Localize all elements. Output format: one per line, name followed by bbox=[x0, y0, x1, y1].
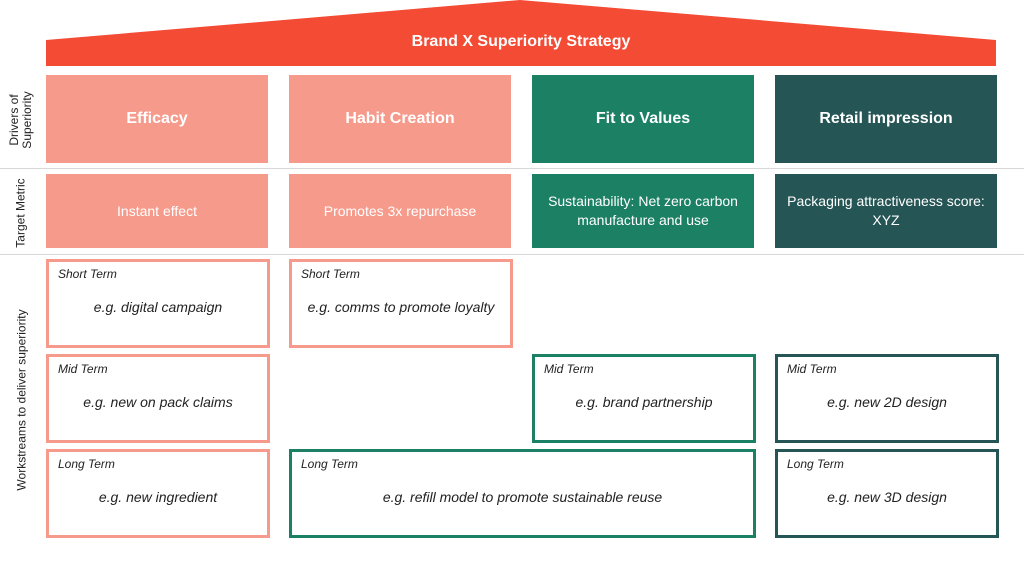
row-label-workstreams: Workstreams to deliver superiority bbox=[14, 309, 29, 491]
workstream-efficacy-short: Short Term e.g. digital campaign bbox=[46, 259, 270, 348]
driver-fit-to-values: Fit to Values bbox=[532, 75, 754, 163]
row-label-drivers: Drivers of Superiority bbox=[7, 77, 34, 163]
workstream-efficacy-long: Long Term e.g. new ingredient bbox=[46, 449, 270, 538]
term-label: Long Term bbox=[301, 457, 358, 471]
metric-fit-to-values: Sustainability: Net zero carbon manufact… bbox=[532, 174, 754, 248]
workstream-retail-mid: Mid Term e.g. new 2D design bbox=[775, 354, 999, 443]
term-label: Mid Term bbox=[544, 362, 594, 376]
workstream-refill-long: Long Term e.g. refill model to promote s… bbox=[289, 449, 756, 538]
workstream-efficacy-mid: Mid Term e.g. new on pack claims bbox=[46, 354, 270, 443]
driver-efficacy: Efficacy bbox=[46, 75, 268, 163]
workstream-values-mid: Mid Term e.g. brand partnership bbox=[532, 354, 756, 443]
term-label: Long Term bbox=[58, 457, 115, 471]
workstream-desc: e.g. new on pack claims bbox=[83, 393, 233, 410]
row-label-target: Target Metric bbox=[13, 178, 28, 248]
workstream-retail-long: Long Term e.g. new 3D design bbox=[775, 449, 999, 538]
row-label-target-text: Target Metric bbox=[13, 178, 28, 248]
row-label-workstreams-text: Workstreams to deliver superiority bbox=[14, 309, 29, 491]
workstream-desc: e.g. digital campaign bbox=[93, 298, 223, 315]
workstream-habit-short: Short Term e.g. comms to promote loyalty bbox=[289, 259, 513, 348]
separator-line bbox=[0, 168, 1024, 169]
workstream-desc: e.g. new ingredient bbox=[98, 488, 218, 505]
metric-efficacy: Instant effect bbox=[46, 174, 268, 248]
workstream-desc: e.g. new 3D design bbox=[827, 488, 947, 505]
row-label-drivers-text: Drivers of Superiority bbox=[7, 91, 34, 149]
workstream-desc: e.g. new 2D design bbox=[827, 393, 947, 410]
term-label: Short Term bbox=[58, 267, 117, 281]
workstream-desc: e.g. comms to promote loyalty bbox=[307, 298, 495, 315]
driver-retail-impression: Retail impression bbox=[775, 75, 997, 163]
term-label: Mid Term bbox=[58, 362, 108, 376]
roof-banner bbox=[46, 0, 996, 66]
term-label: Long Term bbox=[787, 457, 844, 471]
workstream-desc: e.g. refill model to promote sustainable… bbox=[382, 488, 663, 505]
metric-habit-creation: Promotes 3x repurchase bbox=[289, 174, 511, 248]
term-label: Short Term bbox=[301, 267, 360, 281]
metric-retail-impression: Packaging attractiveness score: XYZ bbox=[775, 174, 997, 248]
separator-line bbox=[0, 254, 1024, 255]
term-label: Mid Term bbox=[787, 362, 837, 376]
workstream-desc: e.g. brand partnership bbox=[575, 393, 713, 410]
strategy-title: Brand X Superiority Strategy bbox=[411, 33, 631, 50]
driver-habit-creation: Habit Creation bbox=[289, 75, 511, 163]
